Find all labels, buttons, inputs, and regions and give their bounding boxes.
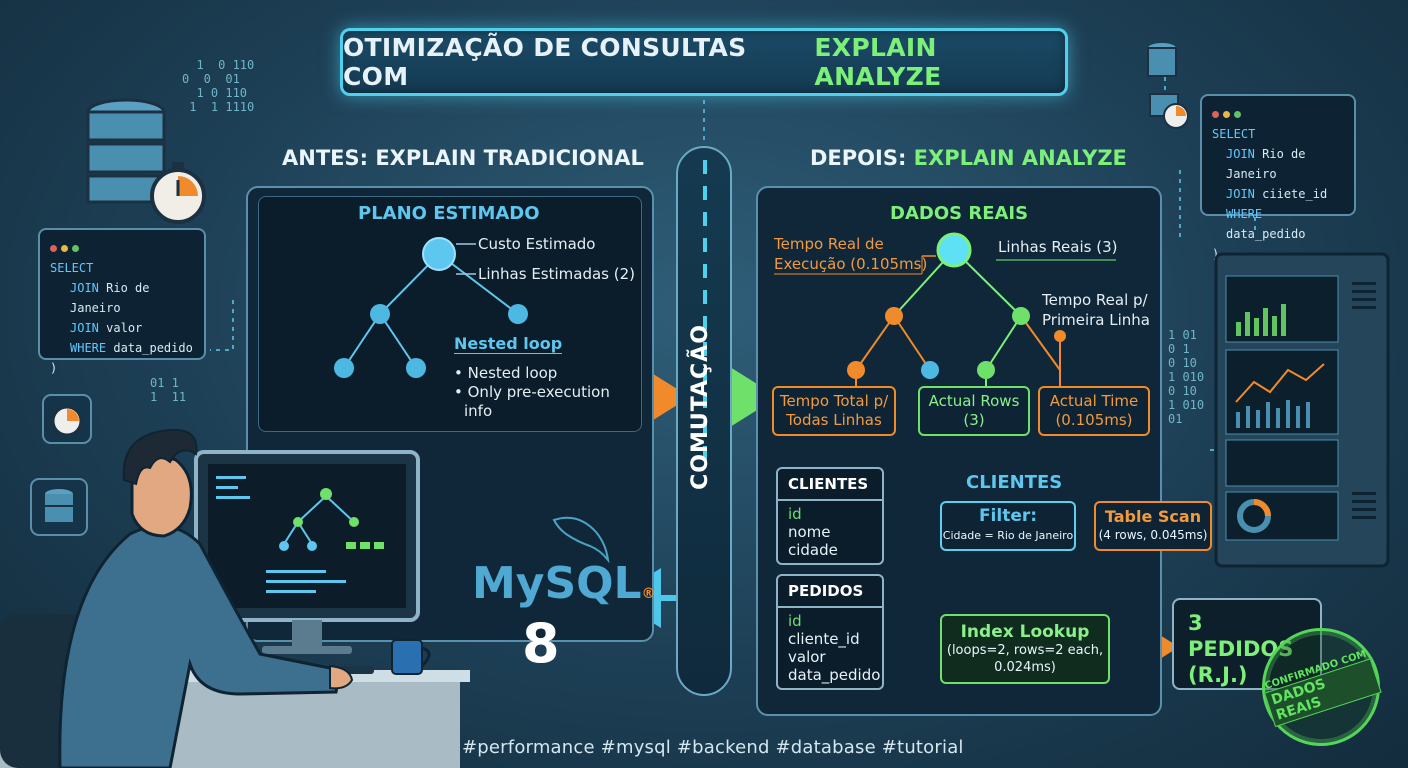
bullet-list: • Nested loop • Only pre-execution info xyxy=(454,364,624,421)
label-tempo-real-execucao: Tempo Real de Execução (0.105ms) xyxy=(774,235,928,273)
estimated-tree xyxy=(334,237,528,378)
stopwatch-icon xyxy=(42,394,92,444)
field-id: id xyxy=(788,505,802,523)
mysql-logo: MySQL® xyxy=(472,558,656,609)
code-line: JOIN xyxy=(70,281,99,295)
actual-node xyxy=(921,361,939,379)
index-lookup-box: Index Lookup (loops=2, rows=2 each, 0.02… xyxy=(940,614,1110,684)
right-section-title: DEPOIS: EXPLAIN ANALYZE xyxy=(810,146,1127,170)
code-line: ) xyxy=(1212,247,1220,261)
tree-node xyxy=(406,358,426,378)
table-scan-box: Table Scan (4 rows, 0.045ms) xyxy=(1094,501,1212,551)
filter-title: Filter: xyxy=(978,506,1038,526)
box-tempo-total: Tempo Total p/ Todas Linhas xyxy=(772,386,896,436)
title-highlight: EXPLAIN ANALYZE xyxy=(814,33,942,91)
code-line: ) xyxy=(50,361,58,375)
tree-node xyxy=(508,304,528,324)
field-cidade: cidade xyxy=(788,541,838,559)
code-line: Rio de Janeiro xyxy=(70,281,150,315)
left-section-title: ANTES: EXPLAIN TRADICIONAL xyxy=(282,146,644,170)
mug-icon xyxy=(391,639,423,675)
right-title-highlight: EXPLAIN ANALYZE xyxy=(913,146,1127,170)
field-cliente-id: cliente_id xyxy=(788,630,860,648)
actual-node xyxy=(847,361,865,379)
database-icon xyxy=(30,478,88,536)
actual-root-node xyxy=(936,232,972,268)
database-clock-icon xyxy=(1147,43,1189,129)
code-line: WHERE xyxy=(1226,207,1263,221)
comutacao-label: COMUTAÇÃO xyxy=(688,324,713,490)
title-banner: OTIMIZAÇÃO DE CONSULTAS COM EXPLAIN ANAL… xyxy=(340,28,1068,96)
mysql-brand: MySQL xyxy=(472,558,642,609)
code-line: ciiete_id xyxy=(1262,187,1328,201)
label-linhas-estimadas: Linhas Estimadas (2) xyxy=(478,265,636,283)
code-card-right: SELECT JOIN Rio de Janeiro JOIN ciiete_i… xyxy=(1200,94,1356,261)
actual-node xyxy=(885,307,903,325)
field-data-pedido: data_pedido xyxy=(788,666,881,684)
plano-estimado-title: PLANO ESTIMADO xyxy=(358,203,540,224)
database-stopwatch-icon xyxy=(86,98,206,224)
filter-condition: Cidade = Rio de Janeiro xyxy=(942,529,1074,542)
index-lookup-title: Index Lookup xyxy=(960,621,1090,642)
code-line: data_pedido xyxy=(1226,227,1306,241)
binary-top-left: 1 0 110 0 0 01 1 0 110 1 1 1110 xyxy=(182,58,255,114)
field-id: id xyxy=(788,612,802,630)
table-clientes-name: CLIENTES xyxy=(778,469,882,501)
nested-loop-title: Nested loop xyxy=(454,334,563,354)
label-tempo-primeira-linha: Tempo Real p/ Primeira Linha xyxy=(1042,291,1150,329)
actual-node xyxy=(1054,330,1066,342)
table-scan-detail: (4 rows, 0.045ms) xyxy=(1098,528,1208,542)
table-clientes: CLIENTES id nome cidade xyxy=(776,467,884,565)
dolphin-icon xyxy=(552,516,610,564)
actual-node xyxy=(1012,307,1030,325)
code-line: JOIN xyxy=(1226,187,1255,201)
title-main: OTIMIZAÇÃO DE CONSULTAS COM xyxy=(343,33,747,91)
table-pedidos: PEDIDOS id cliente_id valor data_pedido xyxy=(776,574,884,690)
comutacao-dashes xyxy=(703,160,707,460)
code-card-left: SELECT JOIN Rio de Janeiro JOIN valor WH… xyxy=(38,228,206,375)
tree-node xyxy=(370,304,390,324)
binary-right: 1 01 0 1 0 10 1 010 0 10 1 010 01 xyxy=(1168,328,1205,426)
box-actual-rows: Actual Rows (3) xyxy=(918,386,1030,436)
tree-node xyxy=(334,358,354,378)
result-box: 3 PEDIDOS (R.J.) xyxy=(1172,598,1322,690)
mysql-version: 8 xyxy=(522,612,560,675)
binary-left: 01 1 1 11 xyxy=(150,376,187,404)
code-line: WHERE xyxy=(70,341,107,355)
filter-box: Filter: Cidade = Rio de Janeiro xyxy=(940,501,1076,551)
clientes-heading: CLIENTES xyxy=(966,472,1063,493)
bullet-item: • Only pre-execution info xyxy=(454,383,610,420)
table-scan-title: Table Scan xyxy=(1104,507,1202,526)
field-nome: nome xyxy=(788,523,831,541)
hashtags: #performance #mysql #backend #database #… xyxy=(462,737,964,758)
code-line: SELECT xyxy=(1212,127,1256,141)
server-rack-icon xyxy=(1214,252,1390,568)
code-line: JOIN xyxy=(1226,147,1255,161)
index-lookup-detail: (loops=2, rows=2 each, 0.024ms) xyxy=(946,642,1104,675)
actual-tree xyxy=(774,232,1116,386)
dados-reais-title: DADOS REAIS xyxy=(890,203,1029,224)
code-line: valor xyxy=(106,321,143,335)
tree-root-node xyxy=(422,237,456,271)
code-line: SELECT xyxy=(50,261,94,275)
right-title-prefix: DEPOIS: xyxy=(810,146,907,170)
actual-node xyxy=(977,361,995,379)
code-line: Rio de Janeiro xyxy=(1226,147,1306,181)
label-custo-estimado: Custo Estimado xyxy=(478,235,596,253)
bullet-item: • Nested loop xyxy=(454,364,558,382)
code-line: JOIN xyxy=(70,321,99,335)
developer-illustration xyxy=(0,428,470,768)
field-valor: valor xyxy=(788,648,826,666)
label-linhas-reais: Linhas Reais (3) xyxy=(998,238,1118,256)
table-pedidos-name: PEDIDOS xyxy=(778,576,882,608)
box-actual-time: Actual Time (0.105ms) xyxy=(1038,386,1150,436)
code-line: data_pedido xyxy=(113,341,193,355)
plano-estimado-panel xyxy=(258,196,642,432)
